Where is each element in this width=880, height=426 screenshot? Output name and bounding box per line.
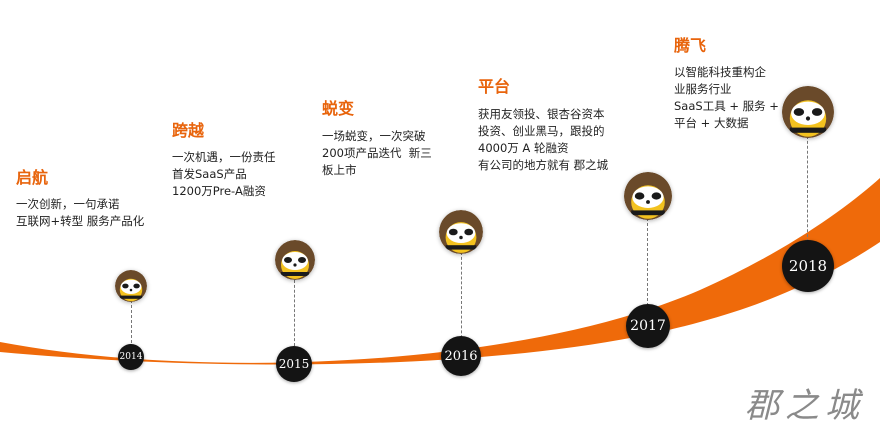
panda-mascot-icon bbox=[624, 172, 672, 220]
connector-2018 bbox=[807, 136, 808, 242]
year-badge-2017: 2017 bbox=[626, 304, 670, 348]
milestone-title-2014: 启航 bbox=[16, 168, 49, 187]
milestone-title-2017: 平台 bbox=[478, 77, 511, 96]
year-badge-2014: 2014 bbox=[118, 344, 144, 370]
milestone-title-2015: 跨越 bbox=[172, 121, 205, 140]
milestone-desc-2014: 一次创新，一句承诺 互联网+转型 服务产品化 bbox=[16, 197, 145, 228]
watermark: 郡之城 bbox=[745, 386, 865, 426]
connector-2015 bbox=[294, 280, 295, 346]
panda-mascot-icon bbox=[115, 270, 147, 302]
year-badge-2016: 2016 bbox=[441, 336, 481, 376]
milestone-desc-2016: 一场蜕变，一次突破 200项产品迭代 新三 板上市 bbox=[322, 129, 432, 177]
panda-mascot-icon bbox=[275, 240, 315, 280]
milestone-title-2016: 蜕变 bbox=[322, 99, 355, 118]
year-badge-2018: 2018 bbox=[782, 240, 834, 292]
panda-mascot-icon bbox=[439, 210, 483, 254]
connector-2014 bbox=[131, 300, 132, 348]
milestone-desc-2017: 获用友领投、银杏谷资本 投资、创业黑马，跟投的 4000万 A 轮融资 有公司的… bbox=[478, 107, 609, 172]
connector-2016 bbox=[461, 252, 462, 348]
connector-2017 bbox=[647, 218, 648, 306]
panda-mascot-icon bbox=[782, 86, 834, 138]
milestone-title-2018: 腾飞 bbox=[674, 36, 707, 55]
year-badge-2015: 2015 bbox=[276, 346, 312, 382]
milestone-desc-2018: 以智能科技重构企 业服务行业 SaaS工具 + 服务 + 平台 + 大数据 bbox=[674, 65, 779, 130]
milestone-desc-2015: 一次机遇，一份责任 首发SaaS产品 1200万Pre-A融资 bbox=[172, 150, 276, 198]
